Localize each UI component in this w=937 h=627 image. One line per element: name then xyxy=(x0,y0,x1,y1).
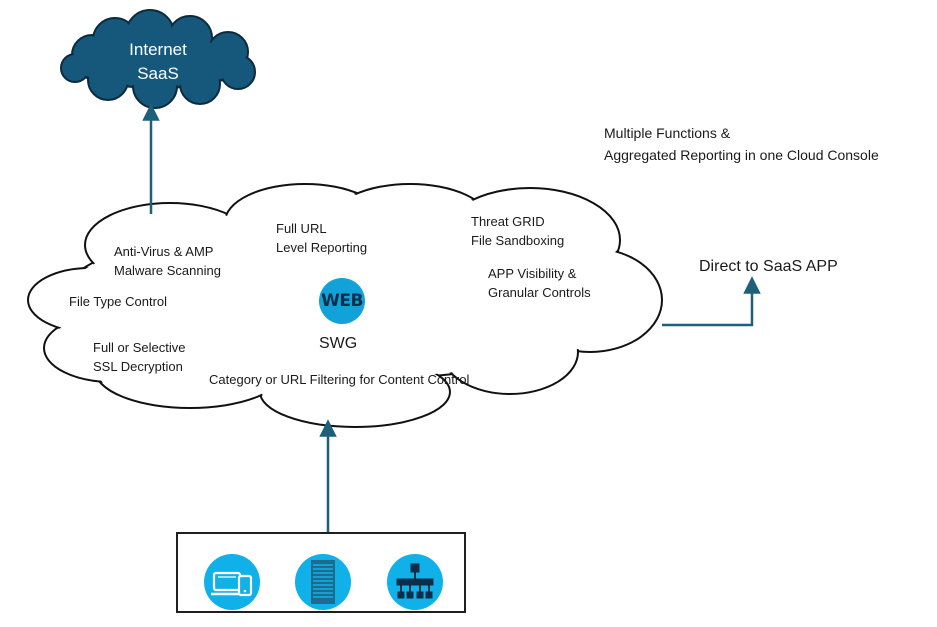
network-hub-icon xyxy=(387,554,443,610)
arrow-to-direct-saas xyxy=(662,276,761,327)
feature-anti-virus: Anti-Virus & AMP Malware Scanning xyxy=(114,244,221,278)
saas-label: SaaS xyxy=(137,64,179,83)
headline-text: Multiple Functions & Aggregated Reportin… xyxy=(604,122,879,166)
internet-label: Internet xyxy=(129,40,187,59)
swg-cloud xyxy=(27,183,663,428)
internet-saas-cloud xyxy=(60,9,256,109)
headline-line-2: Aggregated Reporting in one Cloud Consol… xyxy=(604,147,879,163)
feature-full-url: Full URL Level Reporting xyxy=(276,221,368,255)
internet-saas-label: Internet SaaS xyxy=(98,38,218,86)
devices-icon xyxy=(204,554,260,610)
feature-file-type: File Type Control xyxy=(69,294,168,309)
direct-saas-label: Direct to SaaS APP xyxy=(699,258,838,275)
swg-label: SWG xyxy=(319,335,358,352)
feature-category-filtering: Category or URL Filtering for Content Co… xyxy=(209,372,470,387)
web-badge-icon: WEB xyxy=(319,278,365,324)
feature-ssl-decryption: Full or Selective SSL Decryption xyxy=(93,340,186,374)
endpoints-box xyxy=(176,532,466,613)
server-icon xyxy=(295,554,351,610)
headline-line-1: Multiple Functions & xyxy=(604,125,731,141)
feature-app-visibility: APP Visibility & Granular Controls xyxy=(488,266,591,300)
feature-threat-grid: Threat GRID File Sandboxing xyxy=(471,214,565,248)
